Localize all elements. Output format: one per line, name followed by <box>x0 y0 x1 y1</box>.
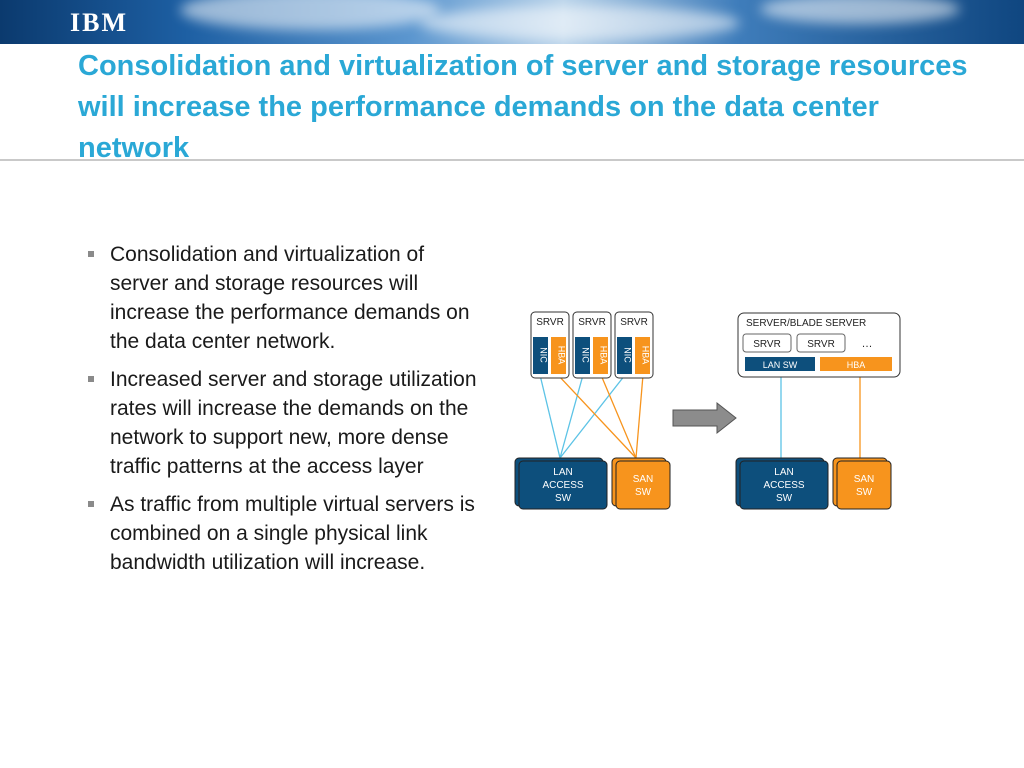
switch-label: LAN <box>553 467 572 478</box>
san-switch-left: SAN SW <box>611 457 671 510</box>
lan-sw-label: LAN SW <box>763 360 798 370</box>
more-servers-ellipsis: … <box>862 338 873 350</box>
bullet-item: As traffic from multiple virtual servers… <box>88 490 478 577</box>
switch-label: ACCESS <box>763 480 804 491</box>
bullet-item: Increased server and storage utilization… <box>88 365 478 481</box>
blade-server-box: SERVER/BLADE SERVER SRVR SRVR … LAN SW H… <box>737 312 901 378</box>
transition-arrow <box>672 401 737 435</box>
server-box-2: SRVR NIC HBA <box>572 311 612 379</box>
hba-port <box>551 337 566 374</box>
bullet-marker <box>88 376 94 382</box>
server-slot <box>796 333 846 353</box>
bullet-marker <box>88 501 94 507</box>
hba-port <box>635 337 650 374</box>
nic-port <box>533 337 548 374</box>
banner-cloud <box>760 0 960 24</box>
lan-sw-bar <box>745 357 815 371</box>
nic-label: NIC <box>581 347 591 363</box>
nic-label: NIC <box>623 347 633 363</box>
nic-port <box>617 337 632 374</box>
blade-server-title: SERVER/BLADE SERVER <box>746 318 866 329</box>
lan-link <box>559 374 584 459</box>
server-label: SRVR <box>578 317 606 328</box>
nic-port <box>575 337 590 374</box>
switch-label: SAN <box>633 474 654 485</box>
hba-port <box>593 337 608 374</box>
switch-label: SW <box>776 493 793 504</box>
switch-label: SAN <box>854 474 875 485</box>
server-slot-label: SRVR <box>753 339 781 350</box>
lan-link <box>539 374 561 459</box>
switch-label: SW <box>555 493 572 504</box>
san-link <box>635 374 644 459</box>
lan-access-switch-right: LAN ACCESS SW <box>735 457 829 510</box>
san-link <box>557 374 637 459</box>
nic-label: NIC <box>539 347 549 363</box>
hba-bar <box>820 357 892 371</box>
lan-access-switch-left: LAN ACCESS SW <box>514 457 608 510</box>
server-slot <box>742 333 792 353</box>
server-slot-label: SRVR <box>807 339 835 350</box>
left-links <box>539 374 644 459</box>
server-box-1: SRVR NIC HBA <box>530 311 570 379</box>
switch-label: SW <box>856 487 873 498</box>
switch-label: ACCESS <box>542 480 583 491</box>
san-switch-right: SAN SW <box>832 457 892 510</box>
bullet-text: Increased server and storage utilization… <box>110 368 477 478</box>
server-label: SRVR <box>620 317 648 328</box>
bullet-text: Consolidation and virtualization of serv… <box>110 243 470 353</box>
hba-label: HBA <box>641 346 651 365</box>
switch-label: SW <box>635 487 652 498</box>
lan-link <box>559 374 626 459</box>
title-divider <box>0 159 1024 161</box>
bullet-list: Consolidation and virtualization of serv… <box>88 240 478 586</box>
page-title: Consolidation and virtualization of serv… <box>78 50 968 164</box>
server-label: SRVR <box>536 317 564 328</box>
hba-label: HBA <box>557 346 567 365</box>
header-banner: IBM <box>0 0 1024 44</box>
server-box-3: SRVR NIC HBA <box>614 311 654 379</box>
banner-cloud <box>420 6 740 40</box>
ibm-logo: IBM <box>70 8 128 37</box>
san-link <box>600 374 637 459</box>
hba-label: HBA <box>599 346 609 365</box>
switch-label: LAN <box>774 467 793 478</box>
bullet-text: As traffic from multiple virtual servers… <box>110 493 475 574</box>
bullet-marker <box>88 251 94 257</box>
hba-label: HBA <box>847 360 866 370</box>
bullet-item: Consolidation and virtualization of serv… <box>88 240 478 356</box>
